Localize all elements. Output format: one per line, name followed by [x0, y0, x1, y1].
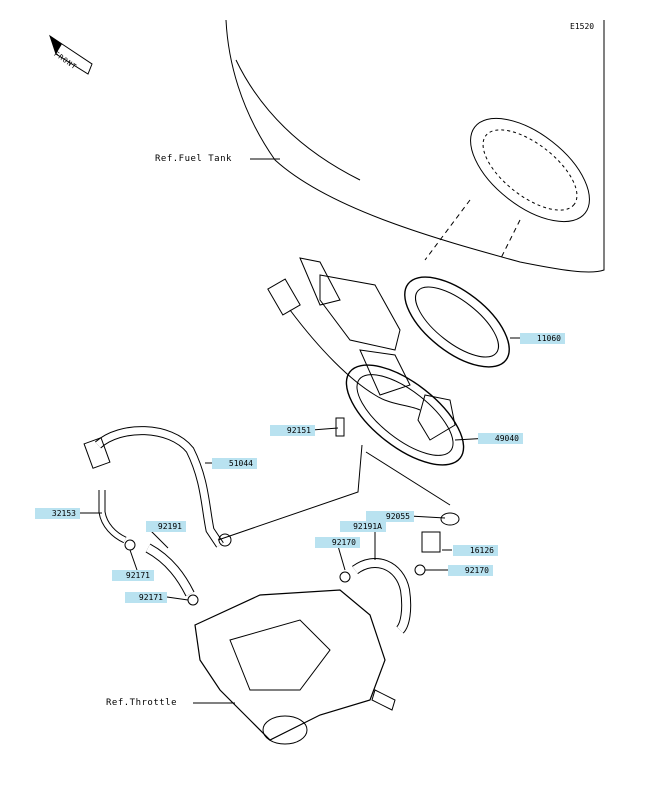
fuel-tank-inner-line	[235, 59, 361, 181]
fuel-pump-tube	[299, 257, 341, 306]
part-92171-bottom[interactable]: 92171	[125, 592, 167, 603]
assembly-dashed-line	[424, 199, 471, 261]
fuel-hose-upper-inner	[95, 427, 223, 547]
throttle-screw	[371, 689, 396, 711]
throttle-detail	[229, 619, 331, 691]
diagram-id: E1520	[570, 22, 595, 31]
gasket	[404, 276, 510, 368]
assembly-dashed-line-2	[499, 219, 521, 261]
bolt	[335, 417, 345, 437]
fuel-pump-body	[319, 274, 401, 351]
fuel-pump-wiring	[289, 309, 421, 411]
clamp-lower	[187, 594, 199, 606]
sensor	[421, 531, 441, 553]
clamp-left	[339, 571, 351, 583]
part-51044[interactable]: 51044	[212, 458, 257, 469]
part-49040[interactable]: 49040	[478, 433, 523, 444]
fuel-pump-plate	[345, 364, 465, 466]
part-32153[interactable]: 32153	[35, 508, 80, 519]
part-92191[interactable]: 92191	[146, 521, 186, 532]
part-92151[interactable]: 92151	[270, 425, 315, 436]
leader-line	[217, 444, 363, 541]
clamp-small	[124, 539, 136, 551]
throttle-body	[194, 589, 386, 741]
fuel-tank-outline	[225, 19, 605, 273]
part-92191a[interactable]: 92191A	[340, 521, 386, 532]
fuel-pump-filter	[267, 278, 301, 316]
part-11060[interactable]: 11060	[520, 333, 565, 344]
fuel-pump-sensor	[417, 394, 456, 441]
hose-small-inner	[99, 490, 127, 543]
part-92055[interactable]: 92055	[366, 511, 414, 522]
front-direction-arrow	[48, 34, 98, 78]
hose-fitting	[83, 437, 111, 469]
part-92171-top[interactable]: 92171	[112, 570, 154, 581]
part-92170-left[interactable]: 92170	[315, 537, 360, 548]
fuel-pump-bracket	[359, 349, 411, 396]
ref-throttle: Ref.Throttle	[106, 698, 178, 708]
clamp-right	[414, 564, 426, 576]
washer	[440, 512, 460, 526]
tank-mount-ring	[470, 117, 590, 223]
leader-line-2	[365, 451, 451, 506]
part-16126[interactable]: 16126	[453, 545, 498, 556]
ref-fuel-tank: Ref.Fuel Tank	[155, 154, 232, 164]
hose-92191a-inner	[352, 558, 411, 633]
hose-92191-inner	[145, 544, 194, 596]
throttle-port	[262, 715, 308, 745]
part-92170-right[interactable]: 92170	[448, 565, 493, 576]
